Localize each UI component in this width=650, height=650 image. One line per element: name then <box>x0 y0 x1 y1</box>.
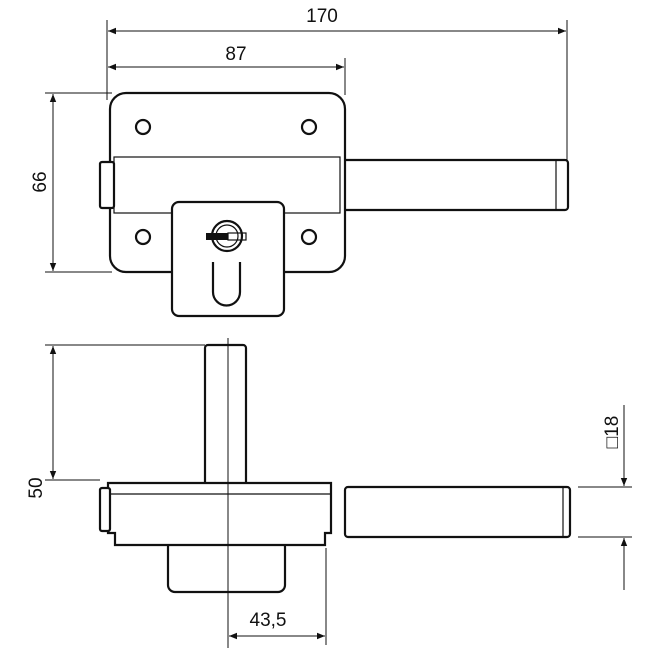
dim-87-label: 87 <box>225 44 246 65</box>
screw-hole <box>134 228 152 246</box>
dimension-18: □18 <box>578 405 632 590</box>
dimension-170: 170 <box>106 6 568 160</box>
front-view <box>98 91 570 318</box>
dimension-87: 87 <box>108 44 346 95</box>
dim-50-label: 50 <box>26 477 47 498</box>
dim-18-label: □18 <box>602 416 623 449</box>
dim-43-5-label: 43,5 <box>250 610 287 631</box>
side-view <box>98 338 572 648</box>
base-side <box>106 481 333 547</box>
screw-hole <box>300 118 318 136</box>
screw-hole <box>134 118 152 136</box>
dim-170-label: 170 <box>306 6 338 27</box>
handle-side <box>343 485 572 539</box>
dim-66-label: 66 <box>30 171 51 192</box>
handle-lever <box>338 158 570 212</box>
screw-hole <box>300 228 318 246</box>
escutcheon <box>170 200 286 318</box>
bolt-end <box>98 160 116 210</box>
dimension-50: 50 <box>26 344 205 499</box>
key-slot-bar <box>206 233 228 240</box>
dimension-43-5: 43,5 <box>229 548 327 645</box>
cylinder-slot <box>211 262 242 307</box>
cylinder-body <box>166 538 287 594</box>
spindle <box>203 343 248 487</box>
dimension-66: 66 <box>30 92 112 273</box>
